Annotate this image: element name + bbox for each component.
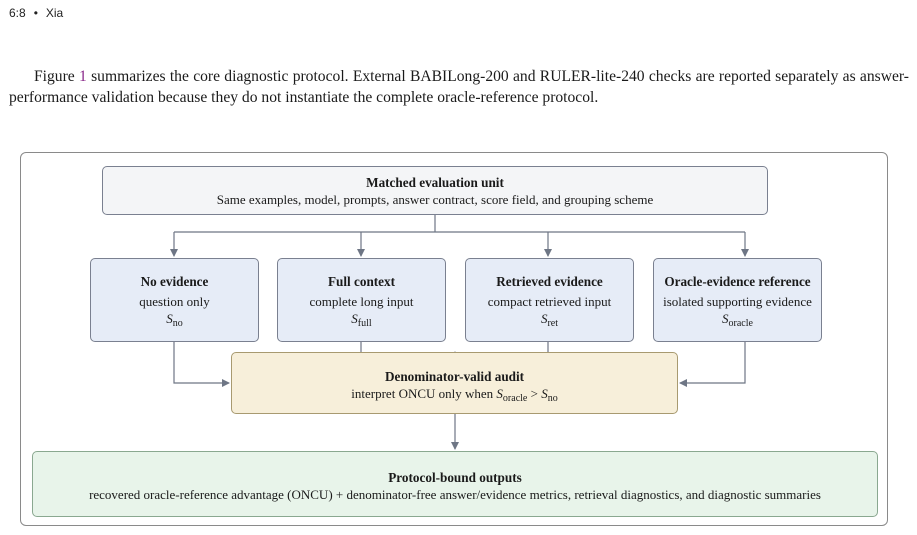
outputs-title: Protocol-bound outputs bbox=[388, 470, 522, 485]
audit-text: interpret ONCU only when Soracle > Sno bbox=[351, 386, 558, 404]
no-evidence-score: Sno bbox=[166, 311, 183, 329]
figure-reference-link[interactable]: 1 bbox=[79, 67, 87, 85]
retrieved-evidence-text: compact retrieved input bbox=[487, 294, 612, 309]
body-paragraph: Figure 1 summarizes the core diagnostic … bbox=[9, 66, 909, 108]
oracle-evidence-score: Soracle bbox=[722, 311, 753, 329]
full-context-title: Full context bbox=[327, 274, 396, 289]
outputs-text: recovered oracle-reference advantage (ON… bbox=[89, 487, 821, 502]
matched-unit-title: Matched evaluation unit bbox=[366, 175, 504, 190]
page-number: 6:8 bbox=[9, 6, 26, 20]
full-context-box: Full context complete long input Sfull bbox=[277, 258, 446, 342]
retrieved-evidence-score: Sret bbox=[540, 311, 559, 329]
arrow-oracle-to-audit bbox=[679, 342, 746, 387]
no-evidence-box: No evidence question only Sno bbox=[90, 258, 259, 342]
audit-title: Denominator-valid audit bbox=[384, 369, 525, 384]
oracle-evidence-box: Oracle-evidence reference isolated suppo… bbox=[653, 258, 822, 342]
matched-unit-text: Same examples, model, prompts, answer co… bbox=[216, 192, 654, 207]
matched-evaluation-unit-box: Matched evaluation unit Same examples, m… bbox=[102, 166, 768, 215]
author-name: Xia bbox=[45, 6, 64, 20]
header-separator: • bbox=[33, 6, 38, 20]
running-header: 6:8 • Xia bbox=[9, 6, 63, 20]
arrow-no-evidence-to-audit bbox=[173, 342, 230, 387]
paragraph-text-start: Figure bbox=[34, 67, 79, 85]
paragraph-text-rest: summarizes the core diagnostic protocol.… bbox=[9, 67, 909, 106]
no-evidence-text: question only bbox=[139, 294, 210, 309]
full-context-score: Sfull bbox=[351, 311, 372, 329]
no-evidence-title: No evidence bbox=[140, 274, 209, 289]
retrieved-evidence-box: Retrieved evidence compact retrieved inp… bbox=[465, 258, 634, 342]
denominator-audit-box: Denominator-valid audit interpret ONCU o… bbox=[231, 352, 678, 414]
oracle-evidence-text: isolated supporting evidence bbox=[663, 294, 812, 309]
full-context-text: complete long input bbox=[309, 294, 414, 309]
oracle-evidence-title: Oracle-evidence reference bbox=[664, 274, 811, 289]
retrieved-evidence-title: Retrieved evidence bbox=[496, 274, 603, 289]
protocol-outputs-box: Protocol-bound outputs recovered oracle-… bbox=[32, 451, 878, 517]
figure-frame bbox=[20, 152, 888, 526]
